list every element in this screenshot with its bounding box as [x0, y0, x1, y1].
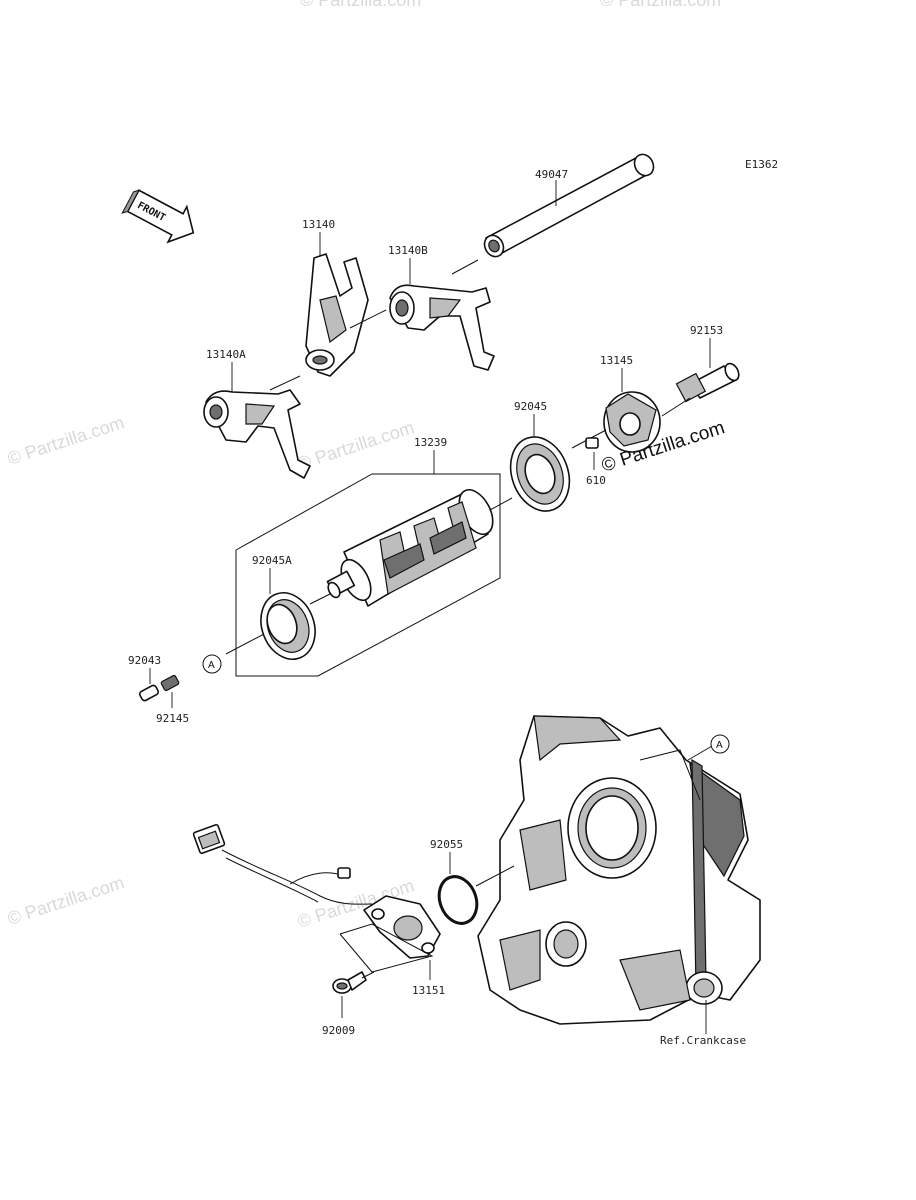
callout-13140[interactable]: 13140	[302, 218, 335, 231]
pin-610	[585, 437, 599, 470]
callout-92145[interactable]: 92145	[156, 712, 189, 725]
callout-92045a[interactable]: 92045A	[252, 554, 292, 567]
callout-92043[interactable]: 92043	[128, 654, 161, 667]
callout-13145[interactable]: 13145	[600, 354, 633, 367]
assembly-outline-13239	[235, 450, 501, 677]
callout-13140b[interactable]: 13140B	[388, 244, 428, 257]
shift-drum-13239	[326, 489, 494, 607]
shift-drum-cam-13145	[571, 368, 691, 453]
callout-92045[interactable]: 92045	[514, 400, 547, 413]
callout-92055[interactable]: 92055	[430, 838, 463, 851]
watermark-faint-top-2: © Partzilla.com	[600, 0, 721, 10]
bearing-92045	[489, 414, 571, 512]
callout-92153[interactable]: 92153	[690, 324, 723, 337]
watermark-faint-1: © Partzilla.com	[5, 412, 127, 469]
watermark-faint-2: © Partzilla.com	[295, 417, 417, 474]
callout-610[interactable]: 610	[586, 474, 606, 487]
watermark-faint-3: © Partzilla.com	[5, 872, 127, 929]
bearing-92045a	[225, 568, 331, 660]
shift-fork-13140a	[203, 362, 311, 479]
o-ring-92055	[437, 852, 515, 925]
spring-92145	[160, 674, 180, 708]
shift-fork-13140b	[389, 258, 495, 371]
shift-rod-49047	[451, 153, 655, 275]
crankcase-reference	[477, 715, 761, 1034]
gear-position-sensor-13151	[192, 823, 441, 980]
callout-13239[interactable]: 13239	[414, 436, 447, 449]
callout-49047[interactable]: 49047	[535, 168, 568, 181]
bolt-92153	[675, 338, 740, 403]
watermark-faint-top-1: © Partzilla.com	[300, 0, 421, 10]
reference-marker-a-right-label: A	[716, 740, 723, 751]
callout-92009[interactable]: 92009	[322, 1024, 355, 1037]
diagram-code: E1362	[745, 158, 778, 171]
pin-92043	[138, 668, 160, 702]
reference-marker-a-left: A	[202, 654, 222, 674]
callout-13140a[interactable]: 13140A	[206, 348, 246, 361]
front-arrow-icon: FRONT	[121, 189, 195, 244]
callout-13151[interactable]: 13151	[412, 984, 445, 997]
reference-marker-a-left-label: A	[208, 660, 215, 671]
ref-crankcase-label[interactable]: Ref.Crankcase	[660, 1034, 746, 1047]
shift-fork-13140	[305, 232, 387, 377]
reference-marker-a-right: A	[710, 734, 730, 754]
bolt-92009	[332, 971, 375, 1018]
